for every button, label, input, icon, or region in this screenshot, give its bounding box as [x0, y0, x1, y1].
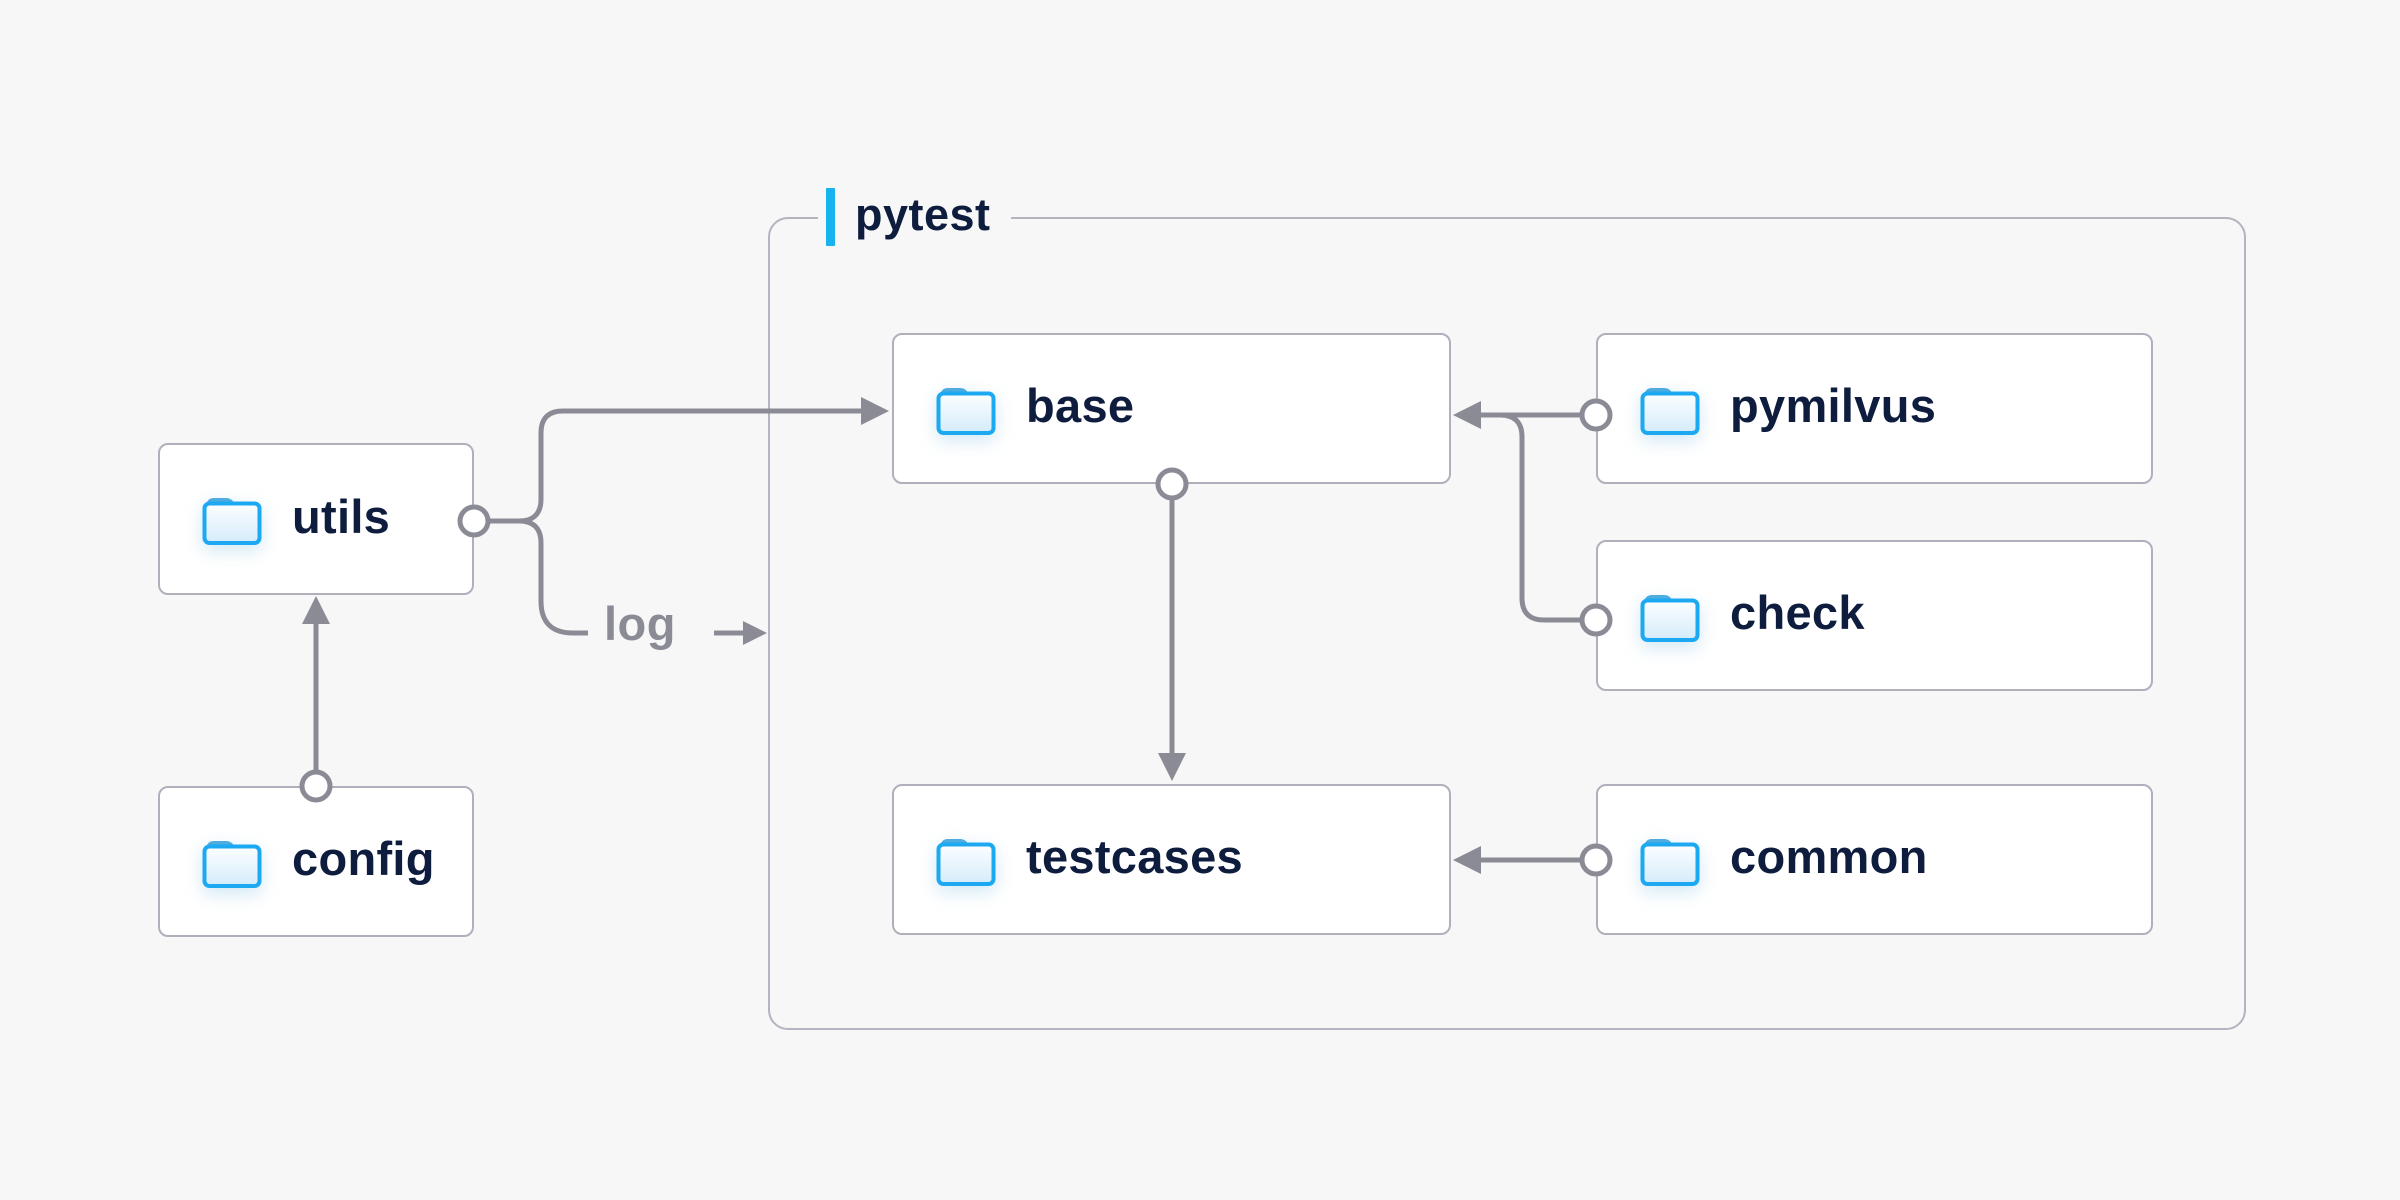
edge-config-utils [299, 596, 333, 803]
pytest-group-label: pytest [818, 186, 1011, 248]
node-utils: utils [158, 443, 474, 595]
folder-icon [200, 492, 264, 546]
node-common: common [1596, 784, 2153, 935]
folder-icon [1638, 833, 1702, 887]
pytest-group-container [768, 217, 2246, 1030]
node-testcases: testcases [892, 784, 1451, 935]
node-check-label: check [1730, 586, 1865, 639]
node-pymilvus-label: pymilvus [1730, 379, 1937, 432]
folder-icon [934, 382, 998, 436]
node-config-label: config [292, 832, 435, 885]
node-common-label: common [1730, 830, 1928, 883]
folder-icon [1638, 382, 1702, 436]
pytest-group-title: pytest [855, 188, 991, 240]
accent-bar-icon [826, 188, 835, 246]
edge-label-log: log [604, 597, 676, 650]
folder-icon [1638, 589, 1702, 643]
node-testcases-label: testcases [1026, 830, 1243, 883]
node-pymilvus: pymilvus [1596, 333, 2153, 484]
node-check: check [1596, 540, 2153, 691]
node-utils-label: utils [292, 489, 391, 543]
node-base-label: base [1026, 379, 1135, 432]
folder-icon [934, 833, 998, 887]
node-config: config [158, 786, 474, 937]
node-base: base [892, 333, 1451, 484]
folder-icon [200, 835, 264, 889]
